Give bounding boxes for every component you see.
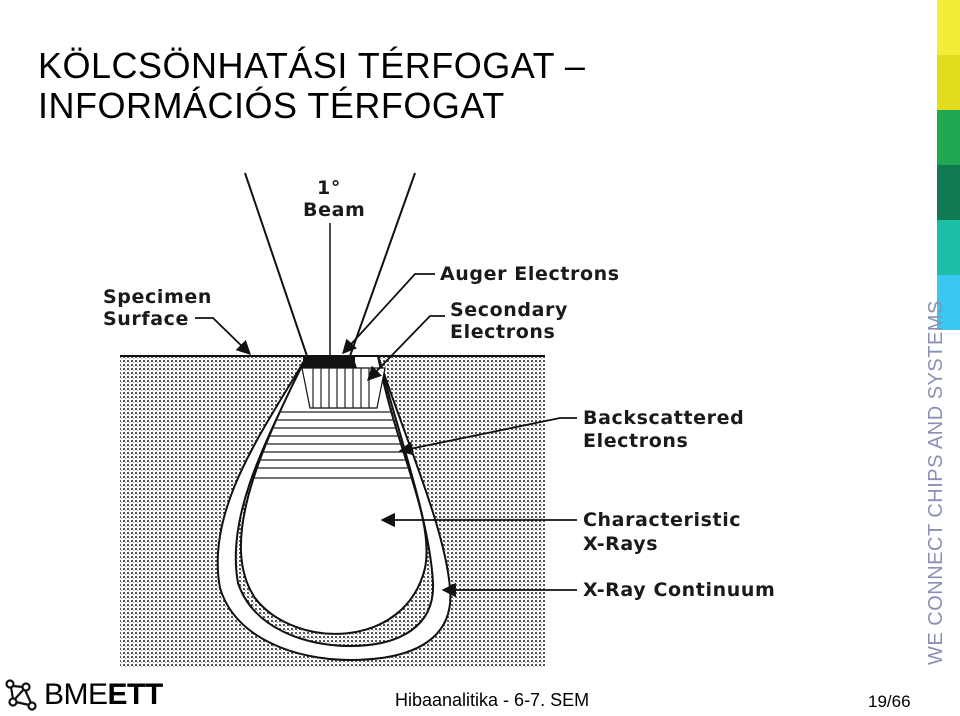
footer-page-number: 19/66 bbox=[868, 692, 911, 711]
slide-title: KÖLCSÖNHATÁSI TÉRFOGAT – INFORMÁCIÓS TÉR… bbox=[38, 46, 585, 126]
bmeett-logo: BMEETT bbox=[4, 678, 163, 712]
secondary-label: Secondary bbox=[450, 299, 568, 321]
beam-line-left bbox=[244, 172, 308, 357]
logo-bme: BME bbox=[44, 678, 108, 711]
auger-leader bbox=[342, 273, 435, 355]
beam-label-degree: 1° bbox=[317, 177, 341, 199]
title-line-1: KÖLCSÖNHATÁSI TÉRFOGAT – bbox=[38, 45, 586, 86]
color-stripe-4 bbox=[937, 165, 960, 220]
color-stripe-1 bbox=[937, 0, 960, 55]
interaction-volume-diagram: 1° Beam Specimen Surface Auger Electrons… bbox=[103, 172, 775, 668]
secondary-electrons-label: Electrons bbox=[450, 321, 555, 343]
color-stripe-6 bbox=[937, 275, 960, 330]
logo-ett: ETT bbox=[107, 678, 164, 711]
specimen-leader bbox=[195, 317, 252, 356]
footer-course-title: Hibaanalitika - 6-7. SEM bbox=[395, 690, 590, 710]
continuum-label: X-Ray Continuum bbox=[583, 579, 775, 601]
xrays-label: X-Rays bbox=[583, 533, 658, 555]
backscattered-leader bbox=[398, 417, 577, 456]
backscattered-label: Backscattered bbox=[583, 407, 744, 429]
brand-color-bar bbox=[937, 0, 960, 330]
title-line-2: INFORMÁCIÓS TÉRFOGAT bbox=[38, 85, 505, 126]
beam-line-right bbox=[349, 172, 416, 357]
vertical-slogan: WE CONNECT CHIPS AND SYSTEMS bbox=[925, 300, 947, 665]
auger-band bbox=[303, 356, 355, 368]
color-stripe-3 bbox=[937, 110, 960, 165]
network-logo-icon bbox=[5, 679, 37, 711]
auger-label: Auger Electrons bbox=[440, 263, 620, 285]
backscattered-electrons-label: Electrons bbox=[583, 430, 688, 452]
color-stripe-2 bbox=[937, 55, 960, 110]
secondary-leader bbox=[366, 315, 445, 382]
characteristic-label: Characteristic bbox=[583, 509, 741, 531]
surface-label: Surface bbox=[103, 308, 189, 330]
beam-label: Beam bbox=[303, 199, 365, 221]
secondary-electron-region bbox=[301, 367, 386, 409]
backscattered-volume bbox=[239, 355, 428, 635]
logo-wordmark: BMEETT bbox=[44, 678, 163, 712]
specimen-label: Specimen bbox=[103, 286, 212, 308]
color-stripe-5 bbox=[937, 220, 960, 275]
